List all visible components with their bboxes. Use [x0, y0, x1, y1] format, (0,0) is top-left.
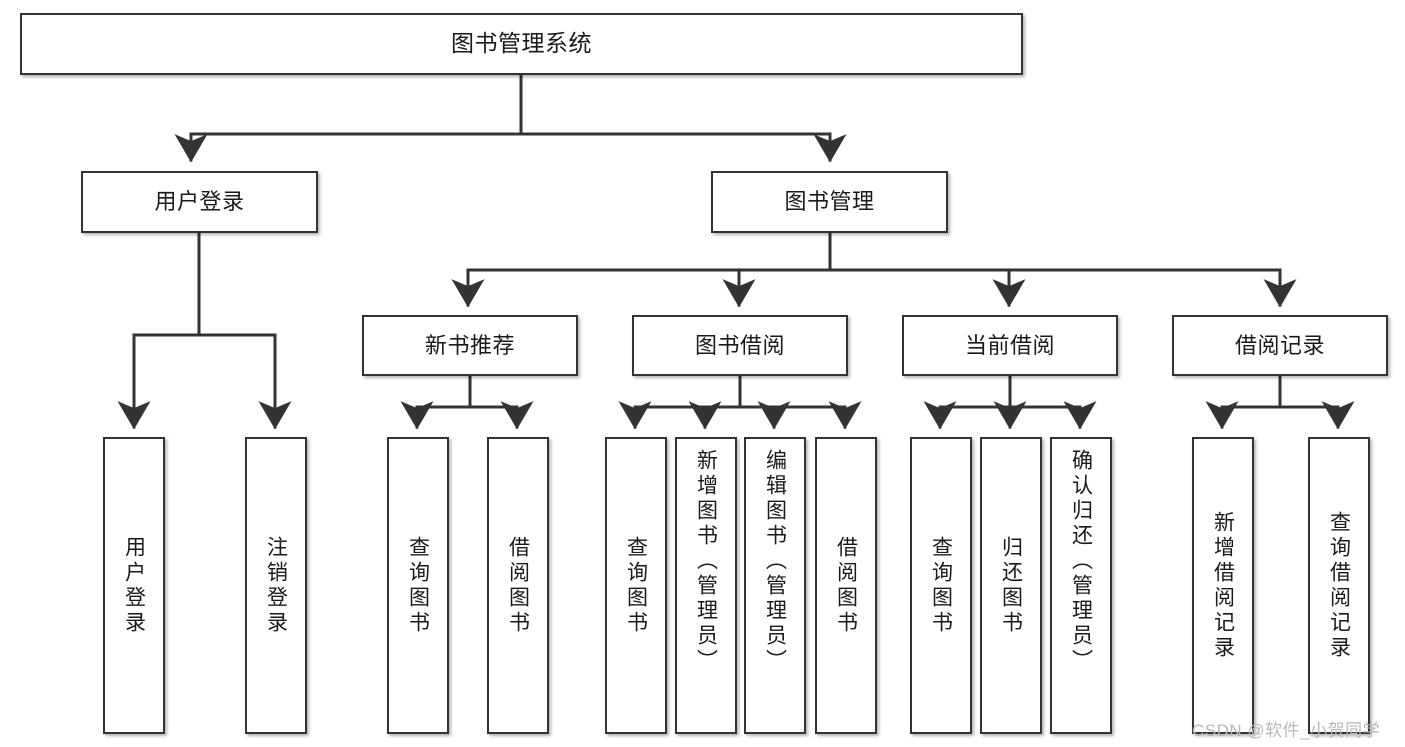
- node-label: 新增图书（管理员）: [694, 449, 718, 674]
- node-label: 查询图书: [406, 535, 430, 636]
- node-label: 借阅记录: [1234, 332, 1325, 358]
- node-leaf-add-borrow-record[interactable]: 新增借阅记录: [1192, 437, 1254, 734]
- node-leaf-return-book[interactable]: 归还图书: [980, 437, 1042, 734]
- node-label: 新书推荐: [424, 332, 515, 358]
- node-leaf-edit-book-admin[interactable]: 编辑图书（管理员）: [744, 437, 806, 734]
- node-label: 借阅图书: [834, 535, 858, 636]
- node-book-management-system[interactable]: 图书管理系统: [20, 13, 1023, 75]
- node-leaf-query-book-1[interactable]: 查询图书: [387, 437, 449, 734]
- node-label: 注销登录: [264, 535, 288, 636]
- node-borrow-record[interactable]: 借阅记录: [1172, 315, 1388, 376]
- node-leaf-query-book-3[interactable]: 查询图书: [910, 437, 972, 734]
- node-label: 查询图书: [929, 535, 953, 636]
- node-current-borrow[interactable]: 当前借阅: [902, 315, 1118, 376]
- node-leaf-add-book-admin[interactable]: 新增图书（管理员）: [675, 437, 737, 734]
- node-new-book-recommend[interactable]: 新书推荐: [362, 315, 578, 376]
- csdn-watermark: CSDN @软件_小贺同学: [1192, 721, 1381, 740]
- node-label: 确认归还（管理员）: [1069, 449, 1093, 674]
- node-label: 归还图书: [999, 535, 1023, 636]
- node-leaf-logout[interactable]: 注销登录: [245, 437, 307, 734]
- node-label: 用户登录: [154, 189, 245, 215]
- node-book-borrow[interactable]: 图书借阅: [632, 315, 848, 376]
- node-leaf-user-login[interactable]: 用户登录: [103, 437, 165, 734]
- node-leaf-borrow-book-2[interactable]: 借阅图书: [815, 437, 877, 734]
- node-label: 图书管理系统: [451, 30, 592, 57]
- node-label: 借阅图书: [506, 535, 530, 636]
- node-leaf-query-book-2[interactable]: 查询图书: [605, 437, 667, 734]
- node-label: 编辑图书（管理员）: [763, 449, 787, 674]
- node-book-management[interactable]: 图书管理: [711, 171, 948, 233]
- node-label: 新增借阅记录: [1211, 510, 1235, 661]
- node-leaf-confirm-return-admin[interactable]: 确认归还（管理员）: [1050, 437, 1112, 734]
- node-leaf-borrow-book-1[interactable]: 借阅图书: [487, 437, 549, 734]
- node-label: 查询图书: [624, 535, 648, 636]
- node-user-login[interactable]: 用户登录: [81, 171, 318, 233]
- node-label: 当前借阅: [964, 332, 1055, 358]
- node-label: 图书借阅: [694, 332, 785, 358]
- node-leaf-query-borrow-record[interactable]: 查询借阅记录: [1308, 437, 1370, 734]
- node-label: 查询借阅记录: [1327, 510, 1351, 661]
- node-label: 图书管理: [784, 189, 875, 215]
- node-label: 用户登录: [122, 535, 146, 636]
